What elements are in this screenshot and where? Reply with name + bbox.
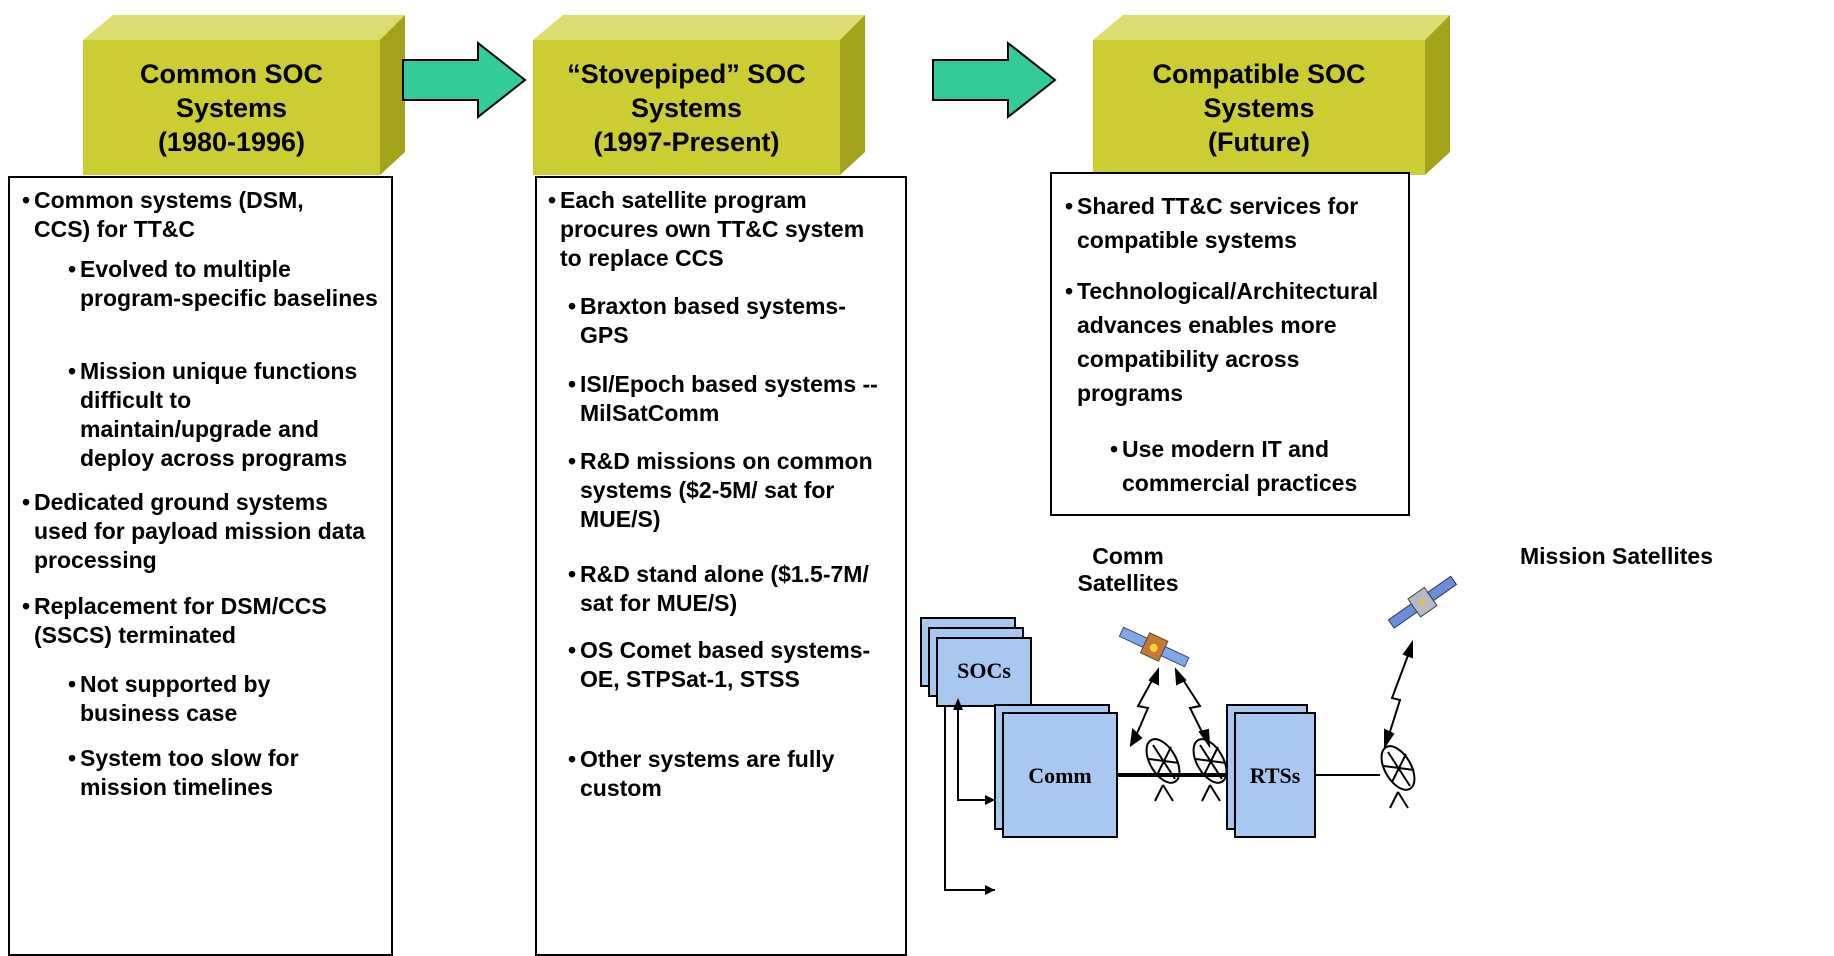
antenna-dish-icon	[1145, 738, 1181, 802]
uplink-bolt-icon	[1129, 667, 1159, 748]
column-box-compatible	[1050, 172, 1410, 516]
antenna-dish-icon	[1380, 745, 1416, 809]
header-line: Systems	[1203, 92, 1315, 123]
comm-label: Comm	[1028, 763, 1092, 788]
header-line: (1980-1996)	[157, 126, 306, 157]
comm-satellite-icon	[1118, 626, 1190, 668]
sub-bullet-item: •R&D missions on common systems ($2-5M/ …	[568, 448, 873, 532]
mission-satellite-icon	[1387, 575, 1458, 629]
sub-bullet-item: •Evolved to multiple program-specific ba…	[68, 256, 378, 311]
bullet-item: •Common systems (DSM, CCS) for TT&C	[22, 187, 304, 242]
header-block-shape	[533, 15, 865, 175]
sub-bullet-item: •Braxton based systems-GPS	[568, 293, 846, 348]
sub-bullet-item: •Not supported by business case	[68, 671, 271, 726]
uplink-bolt-icon	[1174, 667, 1211, 749]
header-stovepiped-soc: “Stovepiped” SOC Systems (1997-Present)	[525, 10, 865, 175]
header-line: Systems	[630, 92, 743, 123]
bullet-item: •Technological/Architectural advances en…	[1065, 278, 1379, 406]
header-line: (Future)	[1208, 126, 1310, 157]
mission-satellites-label: Mission Satellites	[1520, 543, 1714, 569]
sub-bullet-item: •OS Comet based systems-OE, STPSat-1, ST…	[568, 637, 871, 692]
header-compatible-soc: Compatible SOC Systems (Future)	[1085, 10, 1450, 175]
header-line: Compatible SOC	[1152, 58, 1366, 89]
socs-label: SOCs	[957, 658, 1011, 683]
bullet-item: •Dedicated ground systems used for paylo…	[22, 489, 366, 573]
bullet-item: •Shared TT&C services for compatible sys…	[1065, 193, 1359, 253]
uplink-bolt-icon	[1384, 639, 1413, 750]
bullet-item: •Other systems are fully custom	[568, 746, 835, 801]
sub-bullet-item: •Use modern IT and commercial practices	[1110, 436, 1358, 496]
bullet-item: •Each satellite program procures own TT&…	[548, 187, 865, 271]
right-arrow-icon	[932, 40, 1057, 120]
column-box-stovepiped	[535, 176, 907, 956]
bullet-item: •Replacement for DSM/CCS (SSCS) terminat…	[22, 593, 327, 648]
right-arrow-icon	[402, 40, 527, 120]
header-line: “Stovepiped” SOC	[567, 58, 806, 89]
sub-bullet-item: •R&D stand alone ($1.5-7M/ sat for MUE/S…	[568, 561, 869, 616]
sub-bullet-item: •Mission unique functions difficult to m…	[68, 358, 358, 471]
header-block-shape	[1093, 15, 1450, 175]
sub-bullet-item: •System too slow for mission timelines	[68, 745, 299, 800]
header-line: Common SOC	[139, 58, 323, 89]
rts-label: RTSs	[1249, 763, 1301, 788]
antenna-dish-icon	[1192, 738, 1228, 802]
header-line: Systems	[175, 92, 288, 123]
sub-bullet-item: •ISI/Epoch based systems --MilSatComm	[568, 371, 878, 426]
comm-satellites-label: Comm Satellites	[1077, 543, 1179, 596]
header-block-shape	[83, 15, 405, 175]
header-line: (1997-Present)	[593, 126, 780, 157]
header-common-soc: Common SOC Systems (1980-1996)	[75, 10, 405, 175]
